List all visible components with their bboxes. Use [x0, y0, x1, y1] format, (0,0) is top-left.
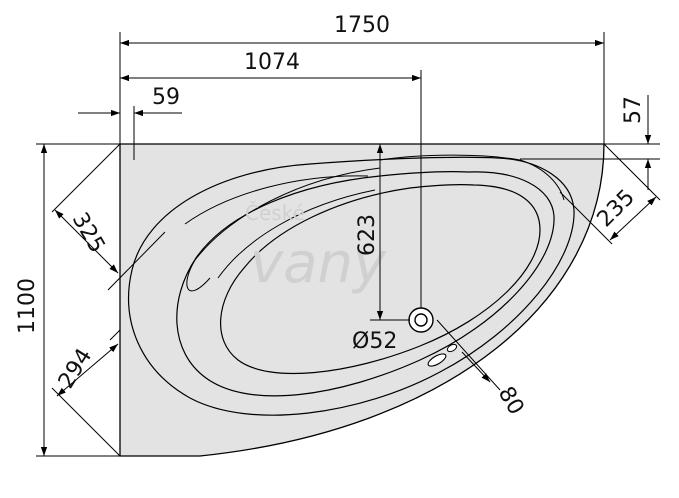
rim-decor-line [184, 175, 369, 225]
dim-label-59: 59 [152, 85, 180, 110]
rim-trim-outer [379, 154, 565, 201]
watermark-line1: České [245, 201, 305, 225]
dim-label-294: 294 [54, 344, 97, 393]
edge-line-325 [51, 143, 121, 213]
edge-line-294b [109, 329, 121, 341]
dim-label-1074: 1074 [244, 50, 300, 75]
edge-line-235 [603, 143, 661, 201]
watermark-line2: vany [250, 231, 387, 296]
rim-trim-inner [186, 167, 381, 292]
outer-basin [128, 156, 575, 416]
dim-label-623: 623 [355, 214, 380, 256]
dim-label-1100: 1100 [15, 278, 40, 334]
edge-line-325b [107, 231, 166, 291]
overflow-hole-2 [446, 343, 458, 353]
edge-line-235b [559, 191, 613, 245]
dim-label-325: 325 [67, 209, 110, 258]
dim-label-57: 57 [621, 96, 646, 124]
dim-label-1750: 1750 [334, 13, 390, 38]
bath-outline [119, 143, 605, 457]
drain-inner [414, 313, 428, 327]
edge-line-294 [51, 387, 121, 457]
dim-line-294 [56, 343, 119, 397]
dim-line-325 [54, 209, 119, 274]
dim-line-235 [609, 196, 657, 241]
overflow-hole [427, 353, 447, 367]
rim-decor-line-2 [217, 189, 376, 279]
dim-label-diameter: Ø52 [352, 329, 397, 354]
mid-basin [176, 171, 555, 397]
dim-line-80 [461, 351, 491, 383]
